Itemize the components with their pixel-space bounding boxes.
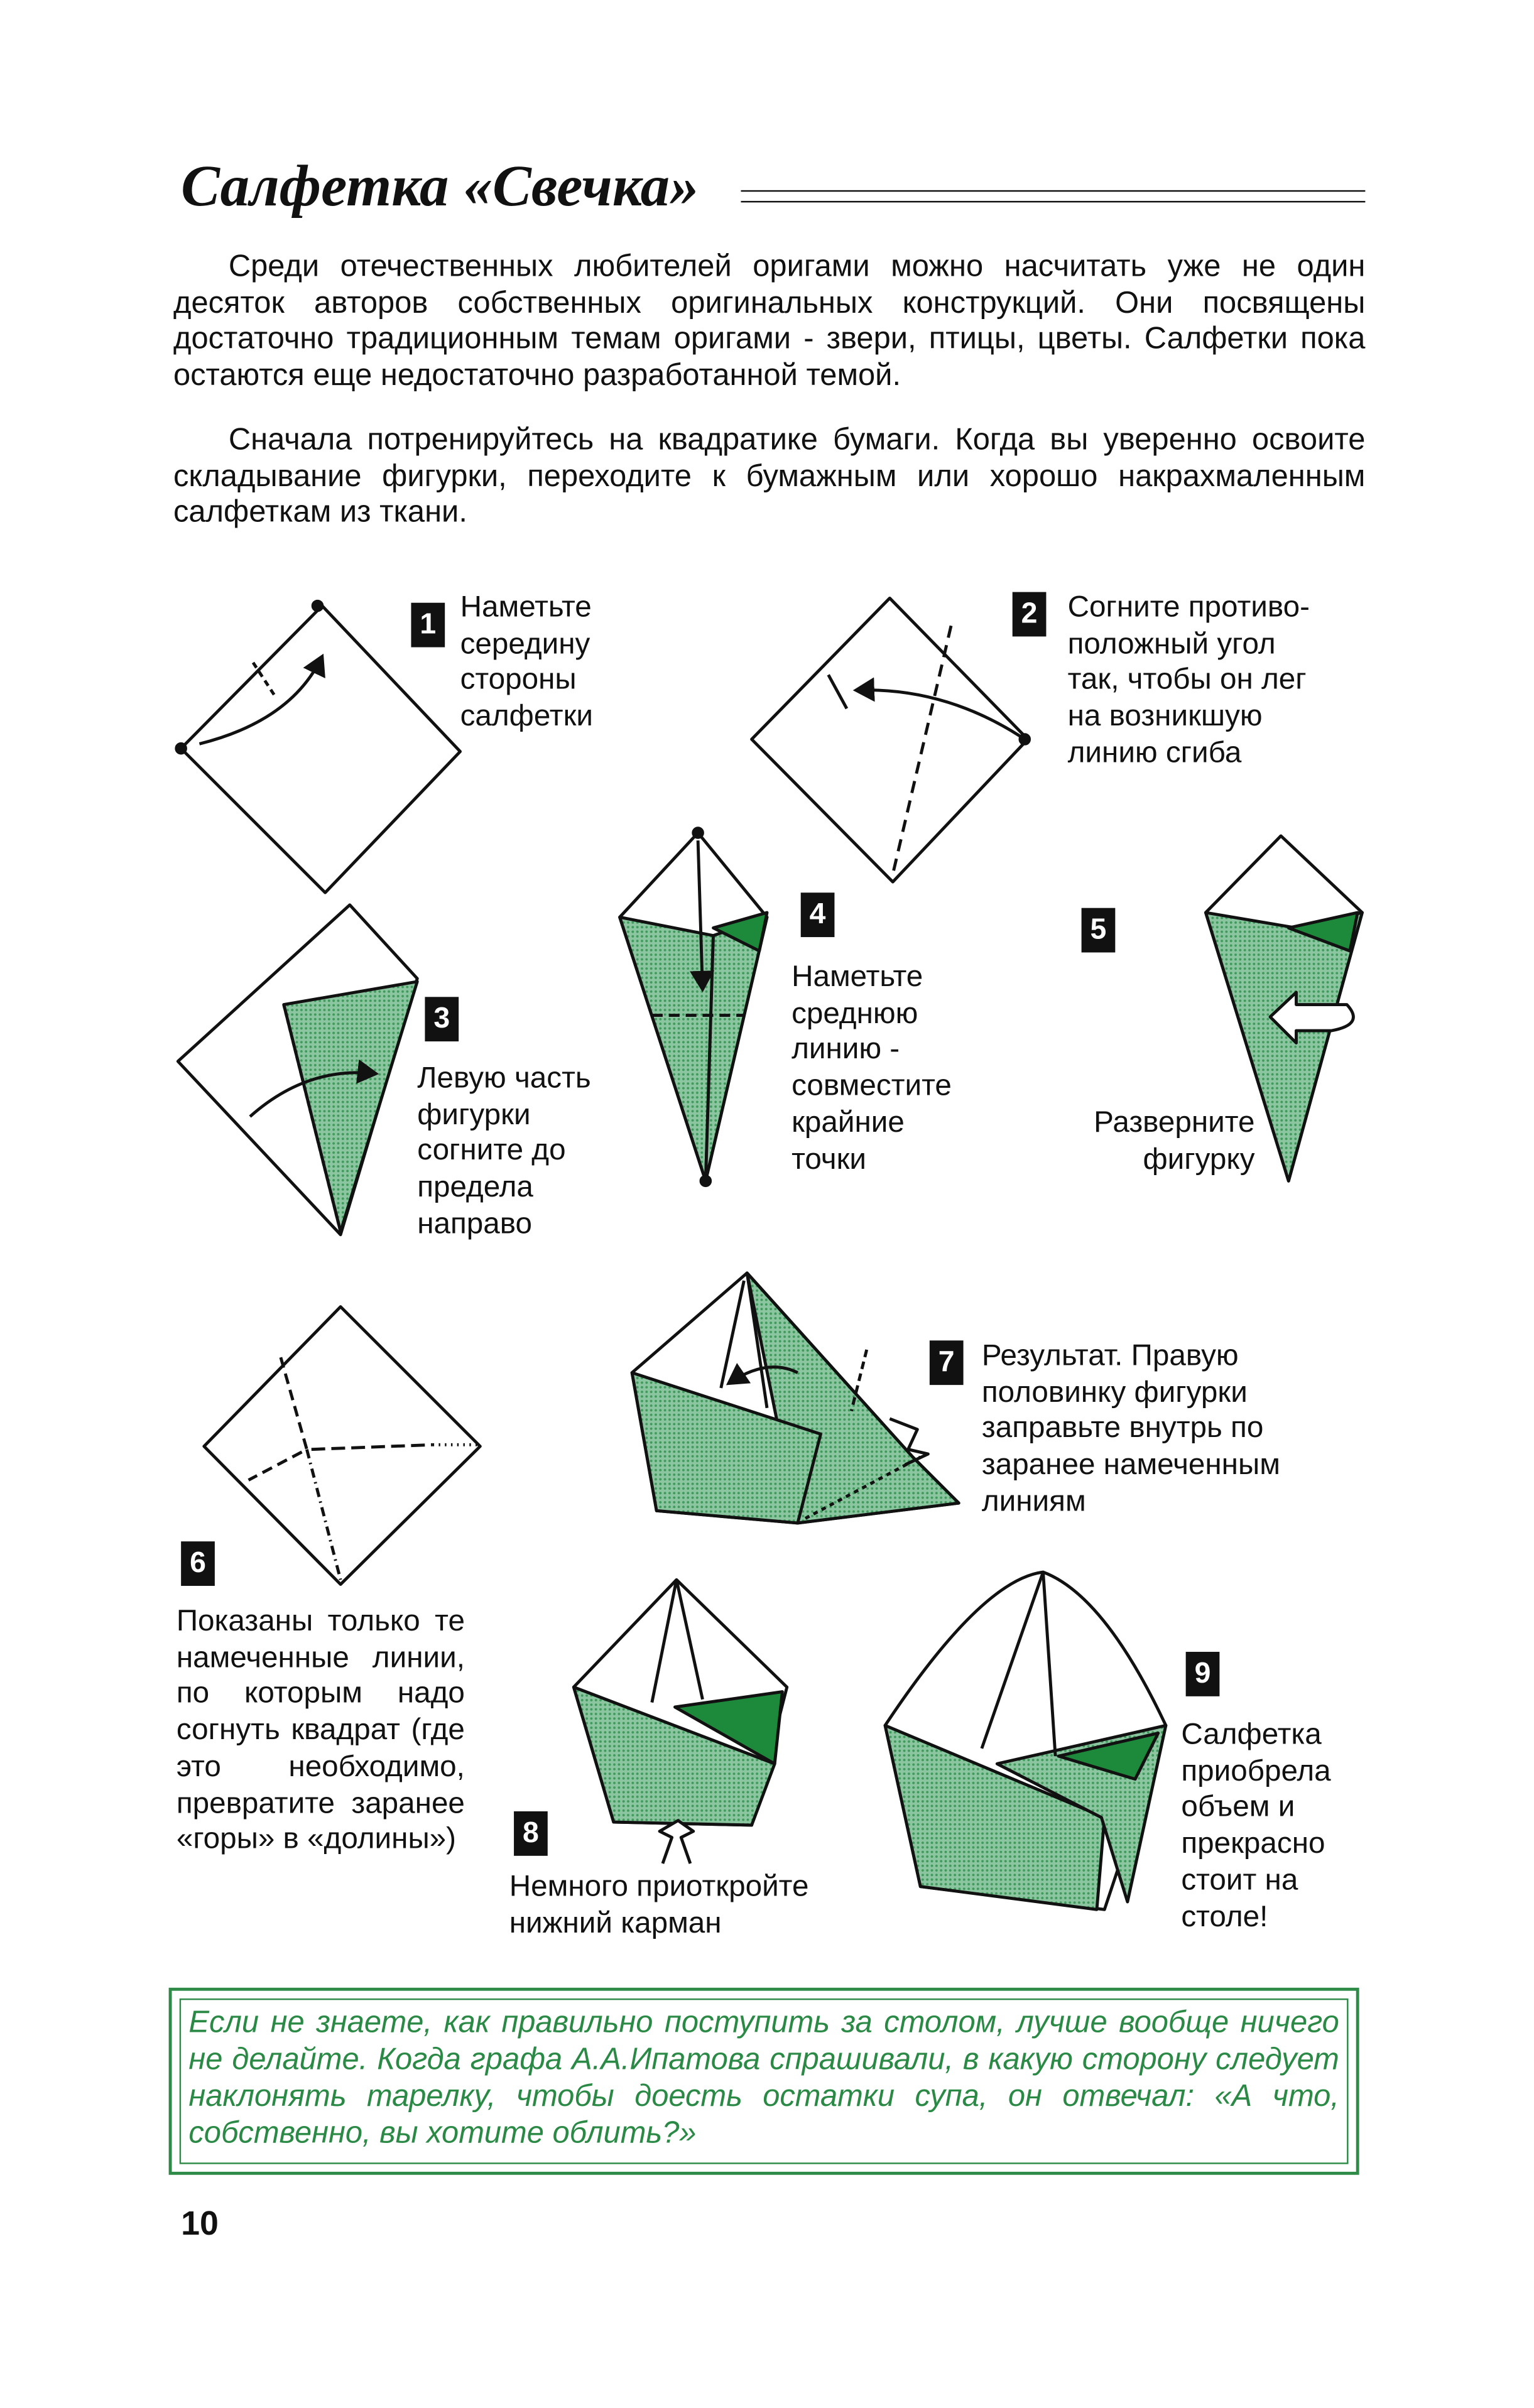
step-number-badge: 6 (181, 1541, 215, 1586)
step-instruction: Согните противо- положный угол так, чтоб… (1067, 590, 1310, 770)
step-instruction: Немного приоткройте нижний карман (509, 1869, 809, 1940)
diagram-step-4 (618, 827, 769, 1188)
diagram-step-5 (1204, 834, 1364, 1183)
step-instruction: Наметьте среднюю линию - совместите край… (791, 960, 952, 1176)
step-instruction: Показаны только те намеченные линии, по … (176, 1604, 465, 1857)
diagram-step-6 (202, 1305, 482, 1586)
step-instruction: Салфетка приобрела объем и прекрасно сто… (1181, 1718, 1331, 1934)
step-instruction: Наметьте середину стороны салфетки (460, 590, 594, 734)
step-number-badge: 1 (411, 602, 445, 648)
page-number: 10 (181, 2204, 219, 2243)
step-number-badge: 5 (1081, 908, 1116, 953)
diagram-step-7 (630, 1271, 960, 1525)
step-number-badge: 9 (1185, 1652, 1220, 1696)
diagram-step-2 (750, 596, 1031, 884)
etiquette-note: Если не знаете, как правильно поступить … (188, 2006, 1339, 2150)
step-instruction: Результат. Правую половинку фигурки запр… (981, 1338, 1280, 1519)
step-number-badge: 8 (514, 1811, 548, 1856)
step-instruction: Разверните фигурку (1094, 1105, 1255, 1176)
step-instruction: Левую часть фигурки согните до предела н… (417, 1061, 591, 1241)
step-number-badge: 2 (1012, 592, 1047, 637)
step-number-badge: 3 (425, 997, 459, 1042)
diagram-step-8 (572, 1578, 789, 1864)
step-number-badge: 7 (929, 1340, 964, 1386)
diagram-step-1 (175, 599, 462, 894)
diagram-step-3 (176, 903, 419, 1237)
intro-paragraph: Сначала потренируйтесь на квадратике бум… (173, 423, 1366, 530)
note-box-border (168, 1987, 1359, 2175)
title-rule (741, 190, 1366, 192)
title-rule (741, 200, 1366, 203)
diagram-step-9 (883, 1570, 1168, 1911)
page-title: Салфетка «Свечка» (181, 155, 699, 220)
step-number-badge: 4 (800, 892, 835, 938)
intro-paragraph: Среди отечественных любителей оригами мо… (173, 250, 1366, 393)
note-box-inner-border (179, 1998, 1349, 2164)
